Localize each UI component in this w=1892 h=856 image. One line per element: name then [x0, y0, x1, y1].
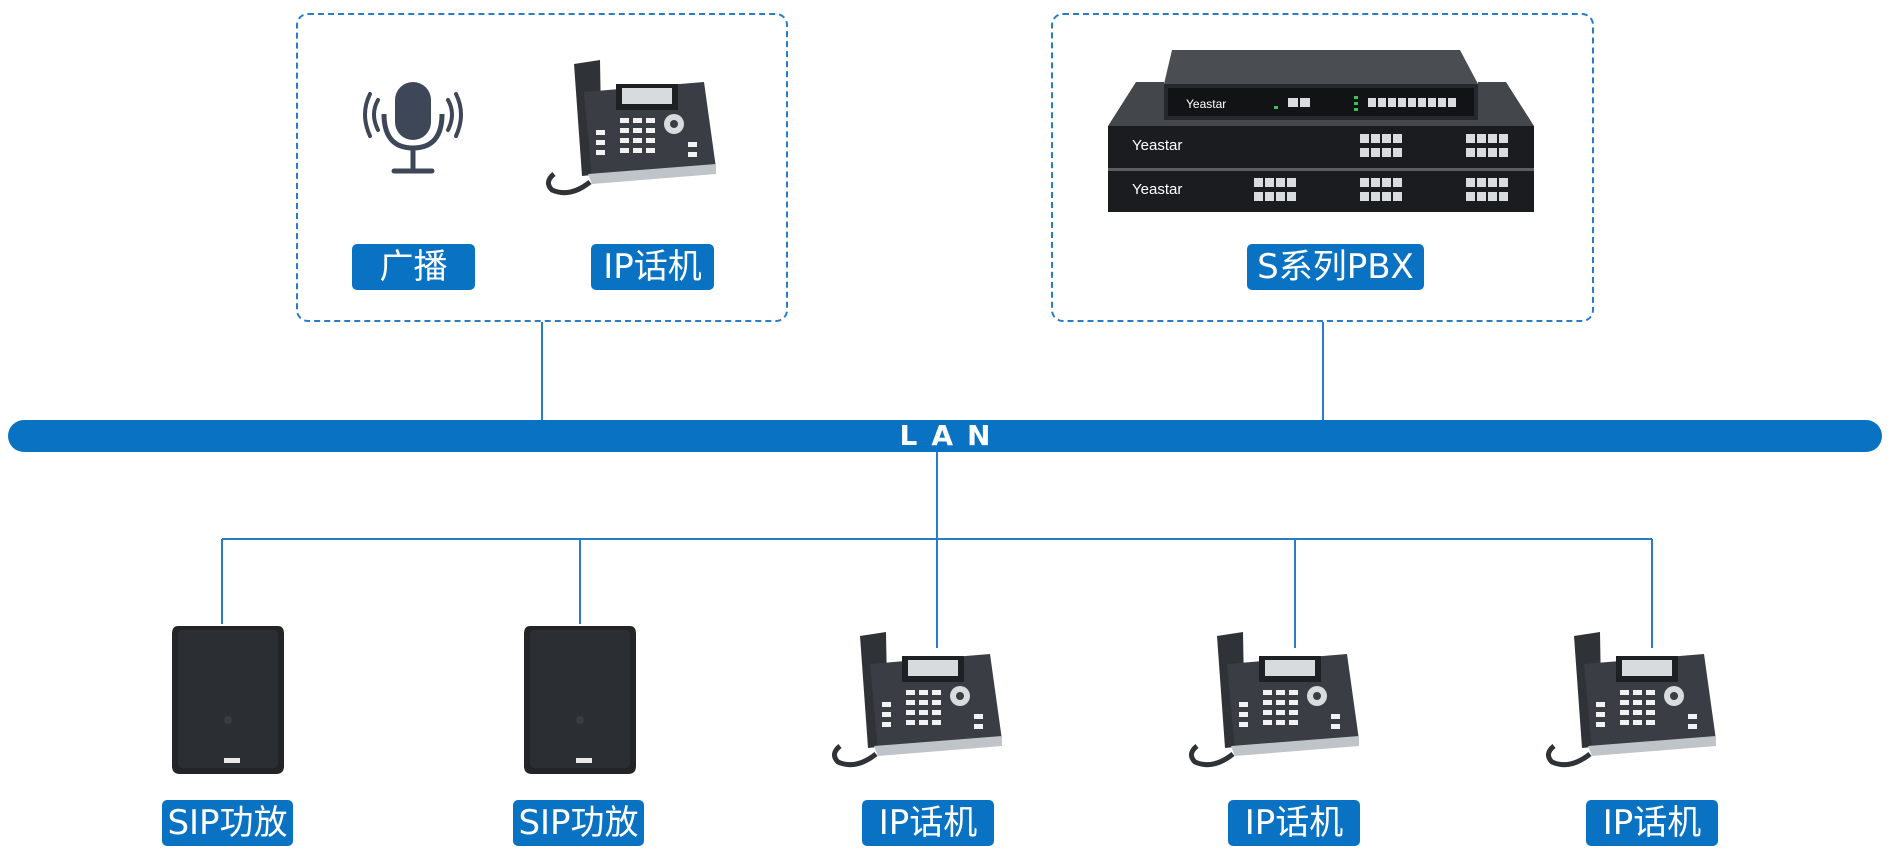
ip-phone-icon	[1540, 628, 1716, 770]
lan-label: LAN	[899, 419, 1005, 452]
lan-bus: LAN	[8, 420, 1882, 452]
pbx-brand-middle: Yeastar	[1132, 137, 1183, 154]
label-ip-phone-2: IP话机	[1228, 800, 1360, 846]
pbx-brand-top: Yeastar	[1186, 97, 1227, 111]
group-broadcast-phone	[296, 13, 788, 322]
label-ip-phone-1: IP话机	[862, 800, 994, 846]
label-ip-phone-top: IP话机	[591, 244, 714, 290]
ip-phone-icon	[1183, 628, 1359, 770]
label-sip-amplifier-1: SIP功放	[162, 800, 293, 846]
label-ip-phone-3: IP话机	[1586, 800, 1718, 846]
pbx-stack-icon: Yeastar Yeastar Yeastar	[1108, 48, 1534, 214]
pbx-brand-bottom: Yeastar	[1132, 181, 1183, 198]
label-s-series-pbx: S系列PBX	[1247, 244, 1424, 290]
group-pbx	[1051, 13, 1594, 322]
label-broadcast: 广播	[352, 244, 475, 290]
microphone-icon	[362, 78, 464, 178]
speaker-icon	[172, 624, 284, 774]
label-sip-amplifier-2: SIP功放	[513, 800, 644, 846]
ip-phone-icon	[826, 628, 1002, 770]
speaker-icon	[524, 624, 636, 774]
ip-phone-icon	[540, 56, 716, 198]
